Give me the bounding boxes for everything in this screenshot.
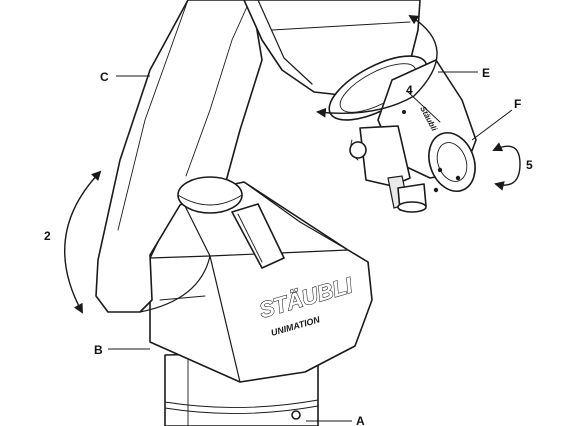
label-f: F <box>514 97 521 111</box>
axis-2-rotation-arrow <box>64 170 102 314</box>
label-b: B <box>94 343 103 357</box>
callout-line-f <box>471 109 513 141</box>
label-c: C <box>100 70 109 84</box>
label-axis-2: 2 <box>44 229 51 243</box>
label-axis-5: 5 <box>526 158 533 172</box>
axis-5-rotation-arrow <box>492 142 521 191</box>
label-e: E <box>482 66 490 80</box>
axis-4-rotation-arrow <box>316 14 438 118</box>
label-a: A <box>356 414 365 426</box>
lower-arm <box>95 0 263 313</box>
label-axis-4: 4 <box>406 83 413 97</box>
